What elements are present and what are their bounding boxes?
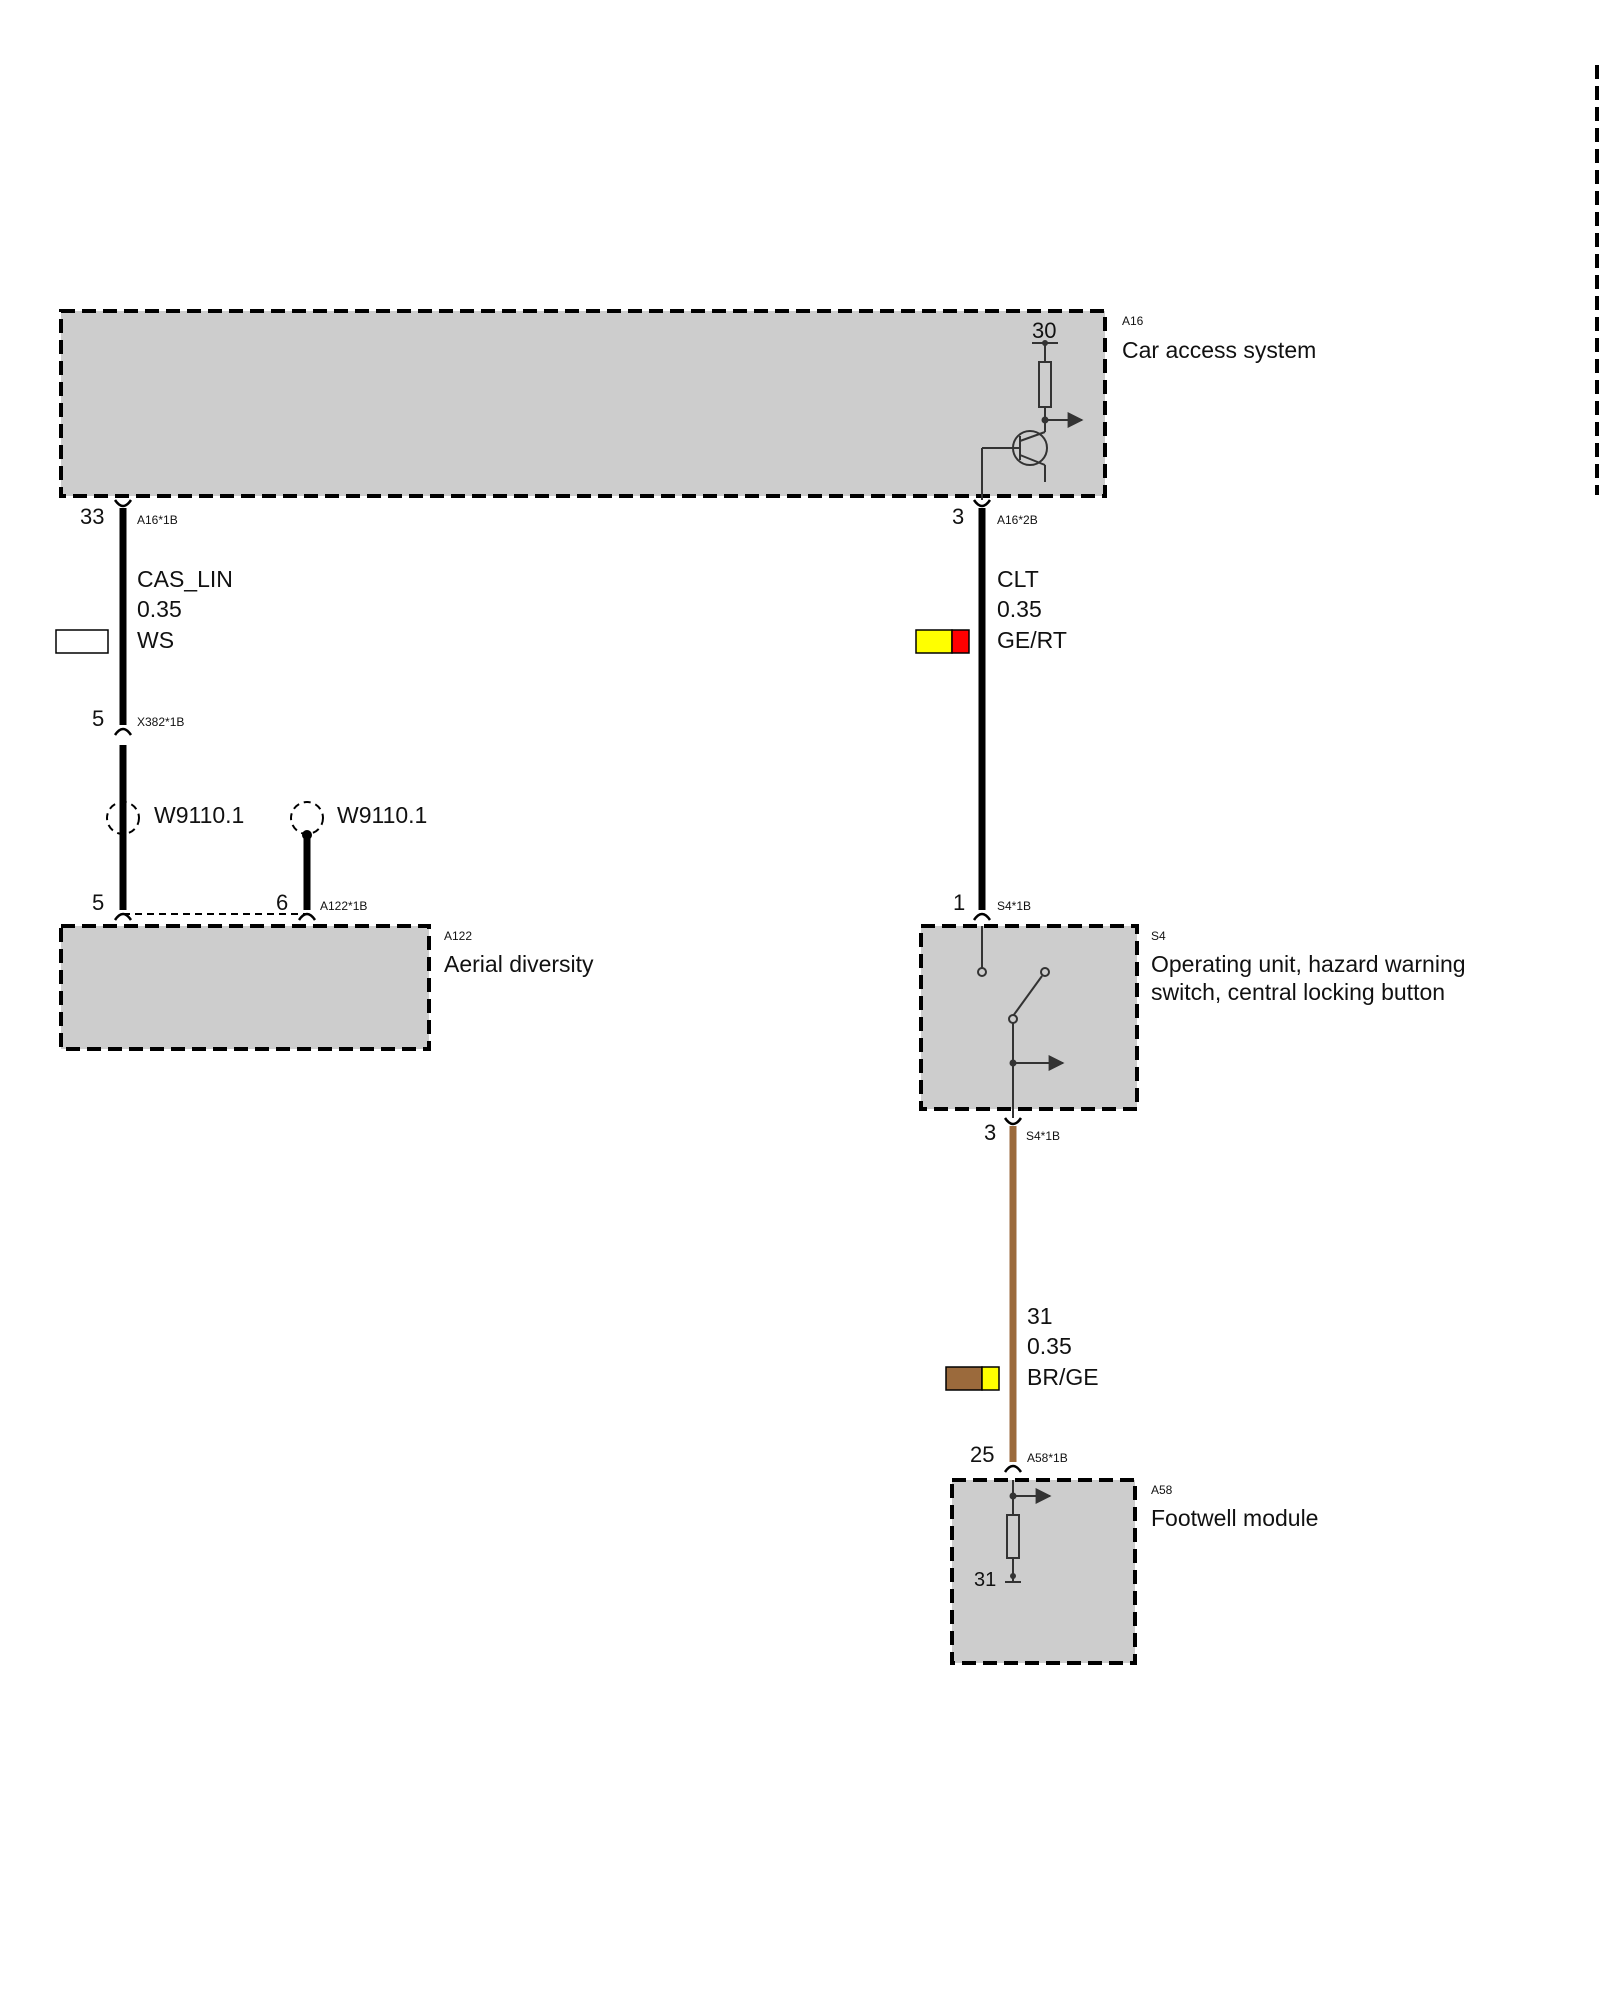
wire-cas-lin[interactable]: 33 A16*1B CAS_LIN 0.35 WS 5 X382*1B W911…: [55, 499, 427, 921]
junction-dot: [1009, 1492, 1017, 1500]
connector-label: A16*1B: [137, 513, 178, 527]
module-a58[interactable]: A58 Footwell module 31: [950, 1478, 1318, 1665]
wire-ground[interactable]: 3 S4*1B 31 0.35 BR/GE 25 A58*1B: [945, 1117, 1099, 1473]
wire-color-swatch-yellow: [981, 1366, 1000, 1391]
wire-clt[interactable]: 3 A16*2B CLT 0.35 GE/RT 1 S4*1B: [915, 499, 1067, 921]
pin-supply-label: 30: [1032, 318, 1056, 343]
wire-color-swatch-red: [951, 629, 970, 654]
module-a16-id: A16: [1122, 314, 1144, 328]
connector-symbol: [1003, 1117, 1023, 1126]
module-a122-box: [59, 924, 431, 1051]
module-a16[interactable]: A16 Car access system 30: [59, 309, 1316, 500]
module-a122-name: Aerial diversity: [444, 951, 594, 977]
module-a58-box: [950, 1478, 1137, 1665]
cross-section: 0.35: [137, 596, 182, 622]
signal-name: CLT: [997, 566, 1039, 592]
color-code: WS: [137, 627, 174, 653]
wire-color-swatch-brown: [945, 1366, 983, 1391]
connector-label: A58*1B: [1027, 1451, 1068, 1465]
wire-color-swatch-yellow: [915, 629, 953, 654]
module-a58-name: Footwell module: [1151, 1505, 1318, 1531]
color-code: BR/GE: [1027, 1364, 1099, 1390]
shield-circle: [106, 801, 140, 835]
pin-label: 6: [276, 890, 288, 915]
module-a58-id: A58: [1151, 1483, 1173, 1497]
connector-label: S4*1B: [997, 899, 1031, 913]
cross-section: 0.35: [1027, 1333, 1072, 1359]
connector-symbol: [972, 912, 992, 921]
pin-label: 33: [80, 504, 104, 529]
signal-name: 31: [1027, 1303, 1053, 1329]
connector-symbol: [297, 912, 317, 921]
connector-symbol: [1003, 1464, 1023, 1473]
connector-symbol: [972, 499, 992, 508]
module-a122[interactable]: A122 Aerial diversity: [59, 924, 594, 1051]
junction-dot: [1009, 1059, 1017, 1067]
pin-label: 5: [92, 706, 104, 731]
connector-label: A122*1B: [320, 899, 367, 913]
module-s4-id: S4: [1151, 929, 1166, 943]
connector-label: X382*1B: [137, 715, 184, 729]
shield-label: W9110.1: [337, 802, 427, 828]
pin-label: 3: [984, 1120, 996, 1145]
pin-label: 25: [970, 1442, 994, 1467]
shield-circle: [290, 801, 324, 835]
connector-symbol: [113, 499, 133, 508]
module-s4-box: [919, 924, 1139, 1111]
color-code: GE/RT: [997, 627, 1067, 653]
module-a122-id: A122: [444, 929, 472, 943]
cross-section: 0.35: [997, 596, 1042, 622]
pin-label: 1: [953, 890, 965, 915]
switch-symbol: [977, 926, 1065, 1118]
signal-name: CAS_LIN: [137, 566, 233, 592]
pin-label: 5: [92, 890, 104, 915]
shield-label: W9110.1: [154, 802, 244, 828]
module-s4[interactable]: S4 Operating unit, hazard warning switch…: [919, 924, 1466, 1118]
junction-dot: [1041, 416, 1049, 424]
pin-label: 3: [952, 504, 964, 529]
module-s4-name-line1: Operating unit, hazard warning: [1151, 951, 1466, 977]
junction-dot: [1042, 340, 1048, 346]
transistor-symbol: [981, 342, 1084, 500]
junction-dot: [1010, 1573, 1016, 1579]
module-a16-name: Car access system: [1122, 337, 1316, 363]
module-a16-box: [59, 309, 1107, 498]
module-s4-name-line2: switch, central locking button: [1151, 979, 1445, 1005]
ground-pin-label: 31: [974, 1569, 996, 1591]
wire-color-swatch-white: [55, 629, 109, 654]
connector-label: S4*1B: [1026, 1129, 1060, 1143]
connector-label: A16*2B: [997, 513, 1038, 527]
connector-symbol: [113, 727, 133, 736]
